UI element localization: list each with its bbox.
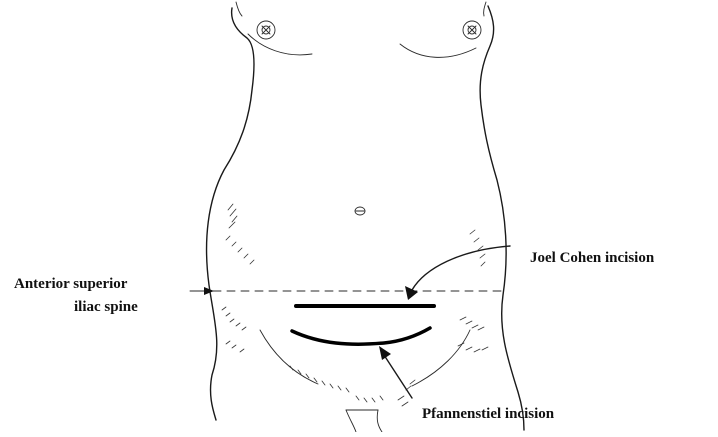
joel-cohen-arrow bbox=[405, 246, 510, 300]
right-nipple-icon bbox=[463, 21, 481, 39]
joel-cohen-label: Joel Cohen incision bbox=[530, 250, 655, 266]
torso-outline bbox=[207, 2, 524, 430]
umbilicus-icon bbox=[355, 207, 365, 215]
abdomen-shading bbox=[222, 204, 488, 432]
asis-label-line1: Anterior superior bbox=[14, 276, 128, 292]
pfannenstiel-arrow bbox=[379, 346, 412, 398]
left-nipple-icon bbox=[257, 21, 275, 39]
pfannenstiel-incision-line bbox=[292, 328, 430, 344]
pfannenstiel-label: Pfannenstiel incision bbox=[422, 406, 555, 422]
asis-label-line2: iliac spine bbox=[74, 299, 138, 315]
